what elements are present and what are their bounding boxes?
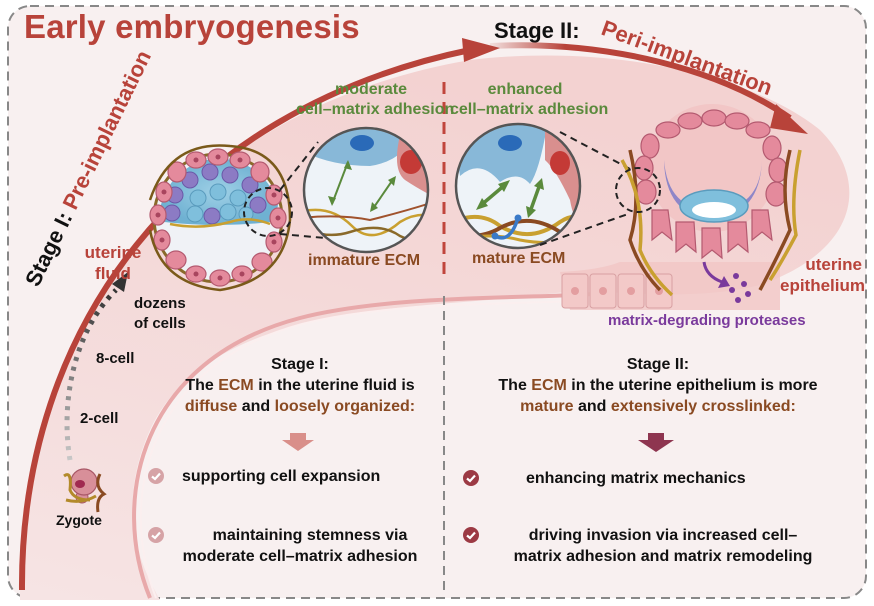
growth-path bbox=[64, 288, 118, 461]
highlight-extensively-crosslinked: extensively crosslinked: bbox=[610, 398, 796, 415]
stage1-adhesion-line1: moderate bbox=[334, 81, 408, 98]
inner-track bbox=[132, 290, 611, 599]
stage1-summary-line2: diffuse and loosely organized: bbox=[160, 396, 440, 417]
implanting-embryo-illustration bbox=[615, 104, 802, 303]
text-fragment: and bbox=[573, 398, 611, 415]
step-dozens-of-cells: dozens of cells bbox=[134, 294, 186, 334]
stage1-location-label: uterine fluid bbox=[78, 242, 148, 284]
stage1-down-arrow bbox=[282, 433, 314, 451]
stage2-arc bbox=[489, 42, 792, 121]
text-fragment: The bbox=[498, 377, 532, 394]
check-icon bbox=[148, 527, 164, 543]
stage2-arrowhead bbox=[770, 104, 808, 134]
stage2-item-1: enhancing matrix mechanics bbox=[526, 470, 746, 487]
stage1-arc bbox=[18, 47, 471, 591]
check-icon bbox=[463, 527, 479, 543]
stage2-location-line1: uterine bbox=[805, 255, 862, 274]
text-fragment: The bbox=[185, 377, 219, 394]
stage1-location-line1: uterine bbox=[84, 243, 142, 262]
stage2-location-label: uterine epithelium bbox=[780, 254, 866, 296]
stage2-ecm-label: mature ECM bbox=[472, 250, 566, 267]
stage2-adhesion-line1: enhanced bbox=[487, 81, 563, 98]
stage2-location-line2: epithelium bbox=[780, 276, 866, 295]
stage2-down-arrow bbox=[638, 433, 674, 452]
stage1-ecm-label: immature ECM bbox=[308, 252, 421, 269]
check-icon bbox=[148, 468, 164, 484]
stage2-adhesion-line2: cell–matrix adhesion bbox=[450, 101, 609, 118]
stage1-item-2-line2: moderate cell–matrix adhesion bbox=[182, 548, 418, 565]
step-zygote: Zygote bbox=[56, 512, 102, 528]
text-fragment: in the uterine epithelium is more bbox=[566, 377, 818, 394]
stage1-location-line2: fluid bbox=[95, 264, 131, 283]
step-dozens-line1: dozens bbox=[134, 295, 186, 312]
stage1-summary-line1: The ECM in the uterine fluid is bbox=[160, 375, 440, 396]
stage2-adhesion-label: enhanced cell–matrix adhesion bbox=[450, 80, 609, 120]
page-title: Early embryogenesis bbox=[24, 8, 360, 45]
highlight-diffuse: diffuse bbox=[184, 398, 238, 415]
stage1-item-1: supporting cell expansion bbox=[182, 468, 381, 485]
blastocyst-illustration bbox=[148, 144, 293, 292]
highlight-mature: mature bbox=[520, 398, 574, 415]
uterine-epithelium-strip bbox=[560, 262, 780, 310]
stage1-summary: Stage I: The ECM in the uterine fluid is… bbox=[160, 354, 440, 417]
text-fragment: in the uterine fluid is bbox=[253, 377, 415, 394]
stage2-summary-line1: The ECM in the uterine epithelium is mor… bbox=[448, 375, 868, 396]
ecm-highlight: ECM bbox=[531, 377, 567, 394]
stage1-adhesion-label: moderate cell–matrix adhesion bbox=[296, 80, 455, 120]
step-2-cell: 2-cell bbox=[80, 410, 119, 427]
step-8-cell: 8-cell bbox=[96, 350, 135, 367]
step-dozens-line2: of cells bbox=[134, 315, 186, 332]
growth-arrowhead bbox=[112, 272, 128, 292]
ecm-highlight: ECM bbox=[218, 377, 254, 394]
stage2-item-2: driving invasion via increased cell– mat… bbox=[478, 525, 848, 567]
stage2-summary-heading: Stage II: bbox=[626, 356, 690, 373]
stage2-summary-line2: mature and extensively crosslinked: bbox=[448, 396, 868, 417]
stage2-item-2-line2: matrix adhesion and matrix remodeling bbox=[513, 548, 813, 565]
zoom-region-stage2 bbox=[615, 167, 661, 213]
stage1-item-2-line1: maintaining stemness via bbox=[212, 527, 408, 544]
stage1-summary-heading: Stage I: bbox=[271, 356, 329, 373]
text-fragment: and bbox=[237, 398, 275, 415]
zygote-illustration bbox=[63, 468, 107, 513]
protease-label: matrix-degrading proteases bbox=[608, 312, 806, 329]
stage1-item-2: maintaining stemness via moderate cell–m… bbox=[156, 525, 444, 567]
protease-arrow bbox=[702, 261, 723, 284]
stage2-summary: Stage II: The ECM in the uterine epithel… bbox=[448, 354, 868, 417]
zoom-region-stage1 bbox=[243, 187, 293, 237]
highlight-loosely-organized: loosely organized: bbox=[274, 398, 416, 415]
stage1-arrowhead bbox=[462, 38, 500, 62]
stage2-arc-label-prefix: Stage II: bbox=[494, 18, 580, 43]
protease-dots bbox=[729, 273, 751, 303]
stage1-adhesion-line2: cell–matrix adhesion bbox=[296, 101, 455, 118]
check-icon bbox=[463, 470, 479, 486]
stage2-item-2-line1: driving invasion via increased cell– bbox=[528, 527, 798, 544]
magnified-immature-ecm bbox=[302, 126, 430, 254]
